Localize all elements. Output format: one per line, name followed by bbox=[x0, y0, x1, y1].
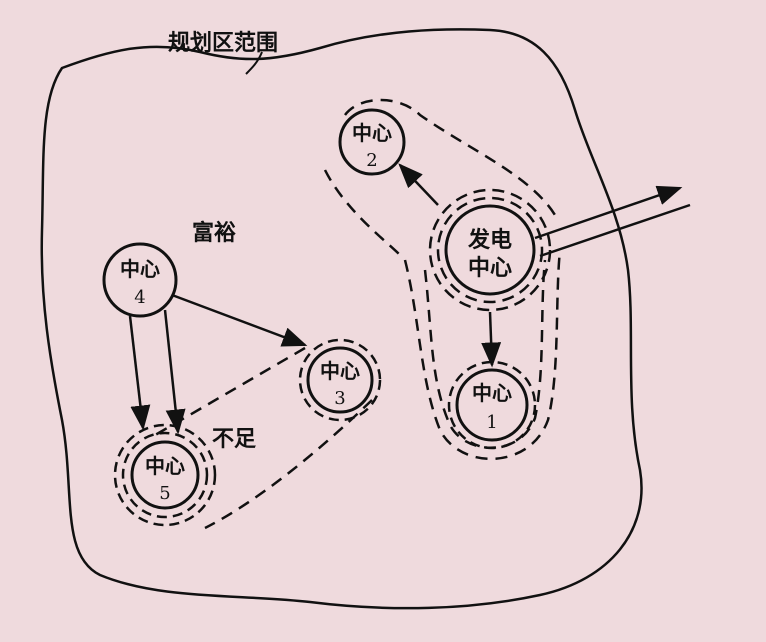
node-c5-num: 5 bbox=[159, 483, 170, 504]
node-c4-circle bbox=[102, 242, 178, 318]
arrow-c4-to-c5-b bbox=[163, 309, 186, 435]
node-power-line2: 中心 bbox=[468, 256, 512, 281]
c1-ring bbox=[447, 360, 537, 450]
export-line-bottom bbox=[539, 203, 691, 258]
node-c4-name: 中心 bbox=[120, 257, 160, 281]
c5-ring-outer bbox=[113, 423, 217, 527]
node-c3-circle bbox=[306, 346, 374, 414]
node-c1-num: 1 bbox=[486, 412, 497, 433]
arrow-c4-to-c5-a bbox=[128, 315, 151, 431]
power-ring-outer bbox=[428, 188, 552, 312]
node-c5-name: 中心 bbox=[145, 454, 185, 478]
node-c2-num: 2 bbox=[366, 150, 377, 171]
arrow-power-to-c1 bbox=[481, 311, 502, 368]
planning-area-boundary bbox=[40, 28, 643, 610]
title-leader-line bbox=[245, 51, 263, 75]
deficit-label: 不足 bbox=[212, 427, 256, 452]
node-c1-name: 中心 bbox=[472, 381, 512, 405]
node-c1-circle bbox=[455, 368, 529, 442]
node-c4-num: 4 bbox=[134, 287, 145, 308]
surplus-label: 富裕 bbox=[192, 220, 236, 246]
node-power-circle bbox=[444, 204, 536, 296]
node-power-line1: 发电 bbox=[467, 227, 512, 253]
dashed-group-power-1 bbox=[403, 249, 562, 461]
node-c3-num: 3 bbox=[334, 388, 345, 409]
node-c3-name: 中心 bbox=[320, 359, 360, 383]
c5-ring-inner bbox=[121, 431, 209, 519]
node-c5-circle bbox=[130, 440, 200, 510]
dashed-group-2-power bbox=[323, 98, 557, 256]
arrow-c4-to-c3 bbox=[171, 293, 308, 347]
power-ring-inner bbox=[436, 196, 544, 304]
export-line-top bbox=[534, 185, 683, 240]
node-c2-circle bbox=[338, 108, 406, 176]
arrow-power-to-c2 bbox=[398, 163, 439, 206]
c3-ring bbox=[298, 338, 382, 422]
title-label: 规划区范围 bbox=[168, 31, 278, 56]
node-c2-name: 中心 bbox=[352, 121, 392, 145]
